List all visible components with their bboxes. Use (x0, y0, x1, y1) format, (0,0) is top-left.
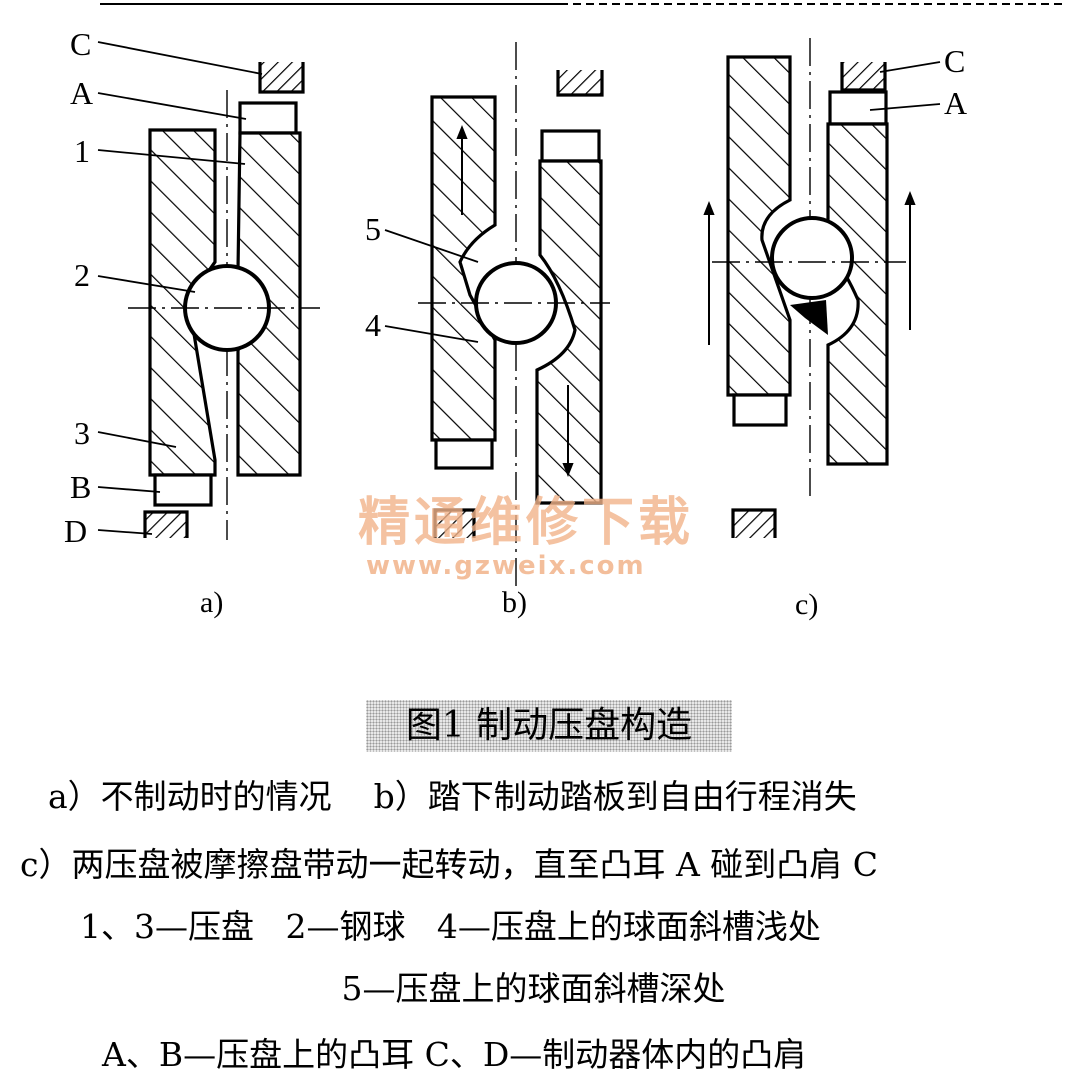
panel-b-lug-left (434, 438, 494, 470)
panel-a-label-2: 2 (74, 257, 90, 293)
panel-a-leader-c (97, 41, 263, 75)
panel-c-leader-a (869, 103, 941, 111)
panel-c-plate-left (726, 55, 792, 397)
panel-a-leader-d (97, 529, 153, 535)
legend-line-1: a）不制动时的情况 b）踏下制动踏板到自由行程消失 (48, 777, 857, 816)
panel-c-shoulder-c (840, 62, 887, 92)
panel-c-plate-right (826, 122, 889, 466)
panel-b-plate-left (430, 95, 497, 442)
panel-c-leader-c (879, 61, 941, 73)
panel-b-shoulder-top (556, 70, 604, 97)
panel-a-lug-b (153, 473, 213, 507)
figure-title-background (366, 700, 732, 752)
panel-c-lug-a (828, 90, 888, 126)
panel-a-label-c: C (70, 26, 91, 62)
panel-b-label-5: 5 (365, 211, 381, 247)
panel-c-gap-wedge (790, 300, 828, 335)
panel-c-shoulder-bottom (731, 508, 777, 538)
panel-b-leader-5 (384, 229, 479, 263)
legend-line-2: c）两压盘被摩擦盘带动一起转动，直至凸耳 A 碰到凸肩 C (20, 845, 879, 884)
panel-a: C A 1 2 3 B D a) (64, 26, 320, 619)
panel-a-shoulder-c (258, 62, 305, 94)
watermark-title: 精通维修下载 (358, 493, 694, 553)
panel-b-caption: b) (502, 586, 527, 619)
panel-a-leader-3 (97, 431, 177, 448)
panel-a-label-3: 3 (74, 415, 90, 451)
panel-a-shoulder-d (143, 510, 189, 538)
panel-a-leader-1 (97, 149, 246, 165)
panel-c-label-a: A (944, 85, 967, 121)
panel-c-caption: c) (795, 588, 818, 621)
panel-b-lug-right (540, 129, 601, 163)
legend-line-3: 1、3—压盘 2—钢球 4—压盘上的球面斜槽浅处 (80, 907, 821, 946)
panel-a-label-1: 1 (74, 133, 90, 169)
panel-a-leader-a (97, 92, 247, 120)
figure-title: 图1 制动压盘构造 (405, 705, 693, 746)
legend-line-4: 5—压盘上的球面斜槽深处 (341, 969, 726, 1008)
panel-b-plate-right (535, 159, 603, 505)
panel-c-steel-ball (770, 216, 854, 300)
panel-a-label-d: D (64, 513, 87, 549)
watermark-url: www.gzweix.com (366, 551, 646, 581)
panel-b-shoulder-bottom (433, 508, 476, 538)
panel-c-lug-lower (732, 393, 788, 427)
panel-b: 5 4 b) (365, 42, 610, 619)
legend-line-5: A、B—压盘上的凸耳 C、D—制动器体内的凸肩 (102, 1035, 807, 1074)
panel-a-leader-b (97, 486, 161, 493)
panel-b-label-4: 4 (365, 307, 381, 343)
panel-a-leader-2 (97, 275, 196, 293)
panel-c-label-c: C (944, 43, 965, 79)
panel-b-leader-4 (384, 325, 479, 343)
panel-a-lug-a (238, 101, 298, 135)
panel-a-caption: a) (200, 586, 223, 619)
panel-a-label-a: A (70, 75, 93, 111)
panel-c: C A c) (703, 38, 967, 621)
panel-a-label-b: B (70, 469, 91, 505)
